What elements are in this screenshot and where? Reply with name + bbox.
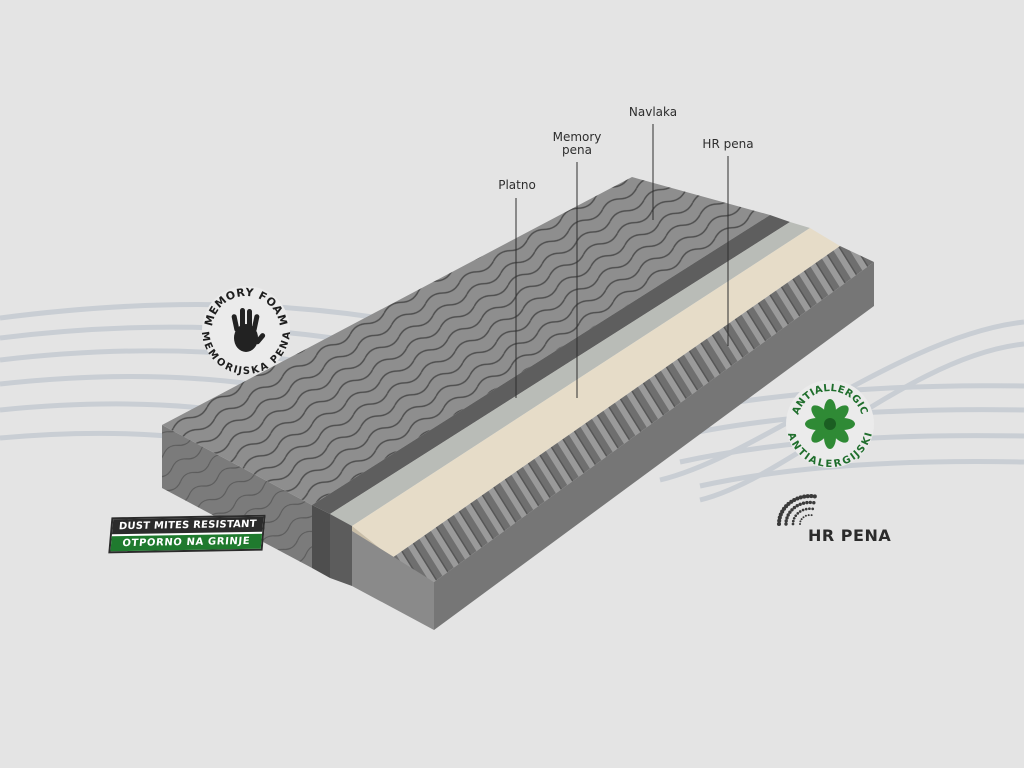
hr-dot xyxy=(796,512,799,515)
hr-dot xyxy=(806,494,810,498)
hr-dot xyxy=(792,520,795,523)
hr-dot xyxy=(785,516,788,519)
mattress xyxy=(162,177,874,630)
hr-dot xyxy=(802,502,805,505)
hr-dot xyxy=(802,495,806,499)
hr-dot xyxy=(811,508,814,511)
hr-pena-badge-text: HR PENA xyxy=(808,526,891,545)
hr-dot xyxy=(793,506,796,509)
hr-dot xyxy=(811,514,813,516)
hr-dot xyxy=(799,495,803,499)
label-memory-pena: Memory pena xyxy=(546,131,608,157)
hr-dot xyxy=(801,518,803,520)
hr-dot xyxy=(799,503,802,506)
hr-dot xyxy=(784,522,787,525)
hr-dot xyxy=(812,501,815,504)
otporno-na-grinje-text: OTPORNO NA GRINJE xyxy=(110,534,262,552)
hr-dot xyxy=(799,510,802,513)
hr-dot xyxy=(805,508,808,511)
hr-dot xyxy=(802,509,805,512)
hr-dot xyxy=(799,523,801,525)
label-hr-pena: HR pena xyxy=(696,138,760,151)
antiallergic-badge: ANTIALLERGIC ANTIALERGIJSKI xyxy=(785,380,875,470)
hr-dot xyxy=(805,501,808,504)
hr-dot xyxy=(808,514,810,516)
label-navlaka: Navlaka xyxy=(618,106,688,119)
hr-dot xyxy=(792,523,795,526)
hr-dot xyxy=(808,507,811,510)
hr-dot xyxy=(796,504,799,507)
cover-edge-front xyxy=(312,505,330,578)
dust-mites-badge: DUST MITES RESISTANT OTPORNO NA GRINJE xyxy=(108,515,265,554)
hr-dot xyxy=(813,494,817,498)
hr-dot xyxy=(793,517,796,520)
hr-dot xyxy=(809,501,812,504)
dust-mites-resistant-text: DUST MITES RESISTANT xyxy=(112,517,264,535)
dotted-arc-icon xyxy=(777,494,817,526)
hr-dot xyxy=(803,516,805,518)
hr-dot xyxy=(805,515,807,517)
leaf-flower-icon xyxy=(805,399,855,449)
label-platno: Platno xyxy=(494,179,540,192)
hr-dot xyxy=(809,494,813,498)
memory-foam-badge: MEMORY FOAM MEMORIJSKA PENA xyxy=(199,286,293,377)
hr-dot xyxy=(794,514,797,517)
hr-dot xyxy=(785,519,788,522)
hr-dot xyxy=(799,520,801,522)
platno-layer-front xyxy=(330,514,352,586)
